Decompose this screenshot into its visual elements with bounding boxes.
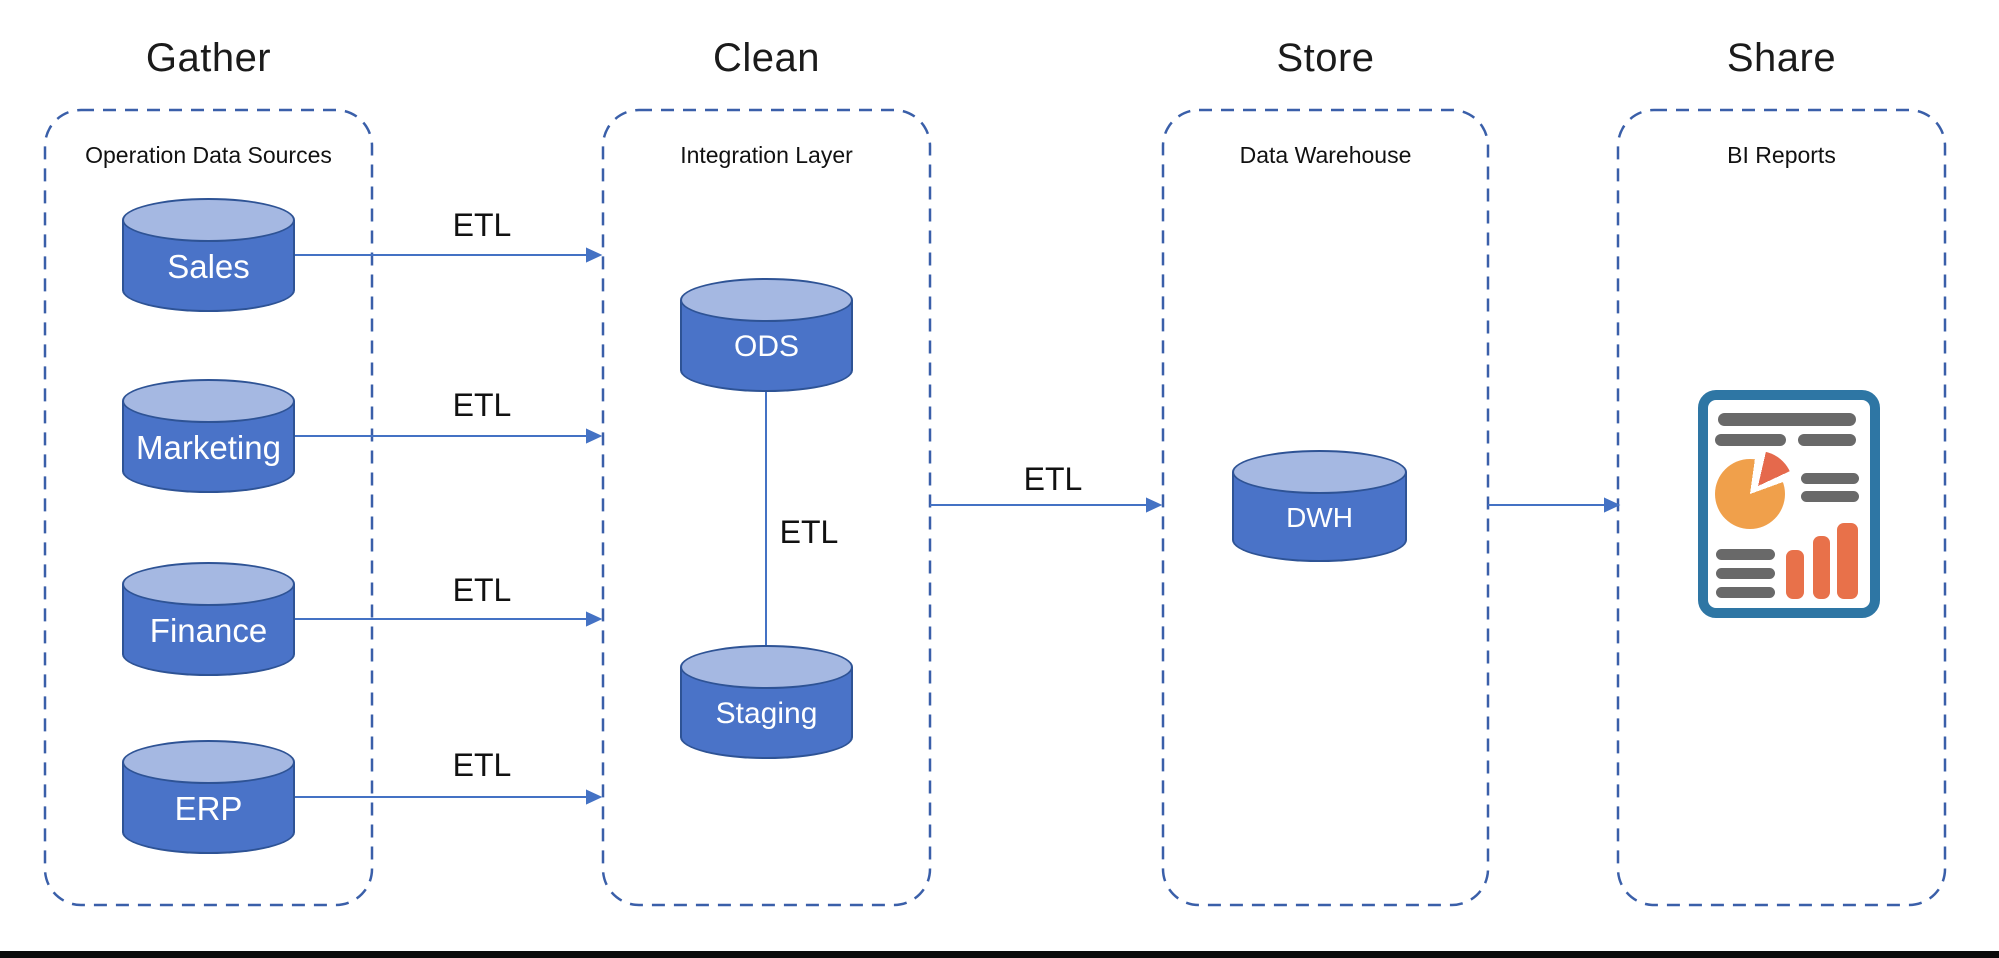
gather-box	[43, 108, 374, 907]
report-line	[1715, 434, 1786, 446]
cylinder-top	[122, 740, 295, 784]
cylinder-label: Staging	[715, 697, 818, 730]
report-line	[1716, 549, 1775, 560]
cylinder-top	[122, 198, 295, 242]
pie-chart-slice-glyph	[1723, 451, 1793, 521]
stage-title-gather: Gather	[145, 36, 272, 80]
finance-cylinder: Finance	[122, 562, 295, 676]
clean-box	[601, 108, 932, 907]
bar-chart-bar	[1837, 523, 1858, 599]
store-box	[1161, 108, 1490, 907]
cylinder-top	[122, 379, 295, 423]
report-line	[1716, 568, 1775, 579]
cylinder-top	[1232, 450, 1407, 494]
etl-label-ods-staging: ETL	[779, 514, 839, 550]
cylinder-label: Marketing	[136, 429, 281, 466]
share-box	[1616, 108, 1947, 907]
store-box-label: Data Warehouse	[1239, 142, 1412, 168]
etl-label-finance: ETL	[452, 572, 512, 608]
report-line	[1718, 413, 1856, 426]
cylinder-top	[680, 278, 853, 322]
stage-title-share: Share	[1726, 36, 1837, 80]
bar-chart-bar	[1786, 550, 1804, 599]
etl-label-clean-store: ETL	[1023, 461, 1083, 497]
report-line	[1798, 434, 1856, 446]
cylinder-label: ODS	[733, 330, 799, 363]
cylinder-top	[122, 562, 295, 606]
bar-chart-bar	[1813, 536, 1830, 599]
marketing-cylinder: Marketing	[122, 379, 295, 493]
arrowhead-erp	[586, 789, 603, 805]
clean-box-label: Integration Layer	[680, 142, 853, 168]
arrowhead-sales	[586, 247, 603, 263]
bi-report-icon	[1698, 390, 1880, 618]
cylinder-label: Finance	[149, 612, 268, 649]
etl-label-sales: ETL	[452, 207, 512, 243]
stage-title-store: Store	[1276, 36, 1375, 80]
etl-label-marketing: ETL	[452, 387, 512, 423]
gather-box-label: Operation Data Sources	[85, 142, 332, 168]
report-line	[1801, 473, 1859, 484]
slide-bottom-edge	[0, 951, 1999, 958]
arrowhead-clean-to-store	[1146, 497, 1163, 513]
etl-label-erp: ETL	[452, 747, 512, 783]
report-line	[1716, 587, 1775, 598]
dwh-cylinder: DWH	[1232, 450, 1407, 562]
arrowhead-marketing	[586, 428, 603, 444]
cylinder-top	[680, 645, 853, 689]
ods-cylinder: ODS	[680, 278, 853, 392]
cylinder-label: Sales	[167, 248, 250, 285]
erp-cylinder: ERP	[122, 740, 295, 854]
arrowhead-store-to-share	[1604, 497, 1621, 513]
stage-title-clean: Clean	[712, 36, 820, 80]
staging-cylinder: Staging	[680, 645, 853, 759]
arrowhead-finance	[586, 611, 603, 627]
cylinder-label: ERP	[174, 790, 243, 827]
report-line	[1801, 491, 1859, 502]
cylinder-label: DWH	[1286, 502, 1353, 533]
sales-cylinder: Sales	[122, 198, 295, 312]
share-box-label: BI Reports	[1727, 142, 1836, 168]
